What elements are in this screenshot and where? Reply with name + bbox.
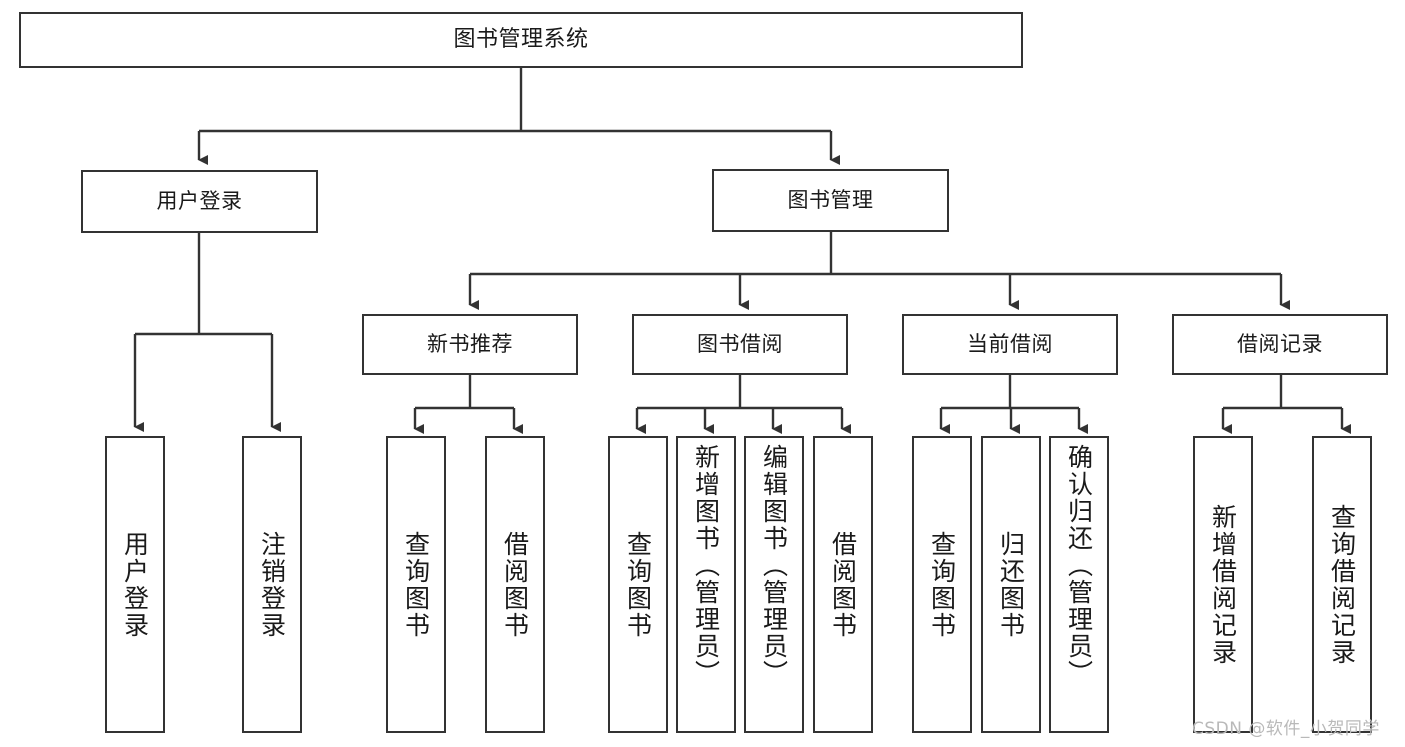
- leaf-add-book[interactable]: 新增图书（管理员）: [676, 436, 736, 733]
- node-label: 归还图书: [996, 530, 1026, 639]
- node-borrow-record[interactable]: 借阅记录: [1172, 314, 1388, 375]
- node-label: 借阅图书: [500, 530, 530, 639]
- node-label: 图书管理: [787, 188, 874, 213]
- leaf-query-book-recommend[interactable]: 查询图书: [386, 436, 446, 733]
- node-book-borrow[interactable]: 图书借阅: [632, 314, 848, 375]
- node-new-book-recommend[interactable]: 新书推荐: [362, 314, 578, 375]
- node-label: 借阅图书: [828, 530, 858, 639]
- node-label: 新增图书（管理员）: [691, 444, 721, 687]
- node-label: 新书推荐: [427, 332, 513, 357]
- node-label: 查询图书: [401, 530, 431, 639]
- node-label: 图书借阅: [697, 332, 783, 357]
- leaf-edit-book[interactable]: 编辑图书（管理员）: [744, 436, 804, 733]
- node-current-borrow[interactable]: 当前借阅: [902, 314, 1118, 375]
- leaf-user-login[interactable]: 用户登录: [105, 436, 165, 733]
- node-book-management[interactable]: 图书管理: [712, 169, 949, 232]
- node-label: 确认归还（管理员）: [1064, 444, 1094, 687]
- leaf-borrow-book-borrow[interactable]: 借阅图书: [813, 436, 873, 733]
- node-label: 用户登录: [156, 189, 243, 214]
- node-label: 当前借阅: [967, 332, 1053, 357]
- csdn-watermark: CSDN @软件_小贺同学: [1192, 719, 1380, 739]
- node-label: 注销登录: [257, 530, 287, 639]
- leaf-borrow-book-recommend[interactable]: 借阅图书: [485, 436, 545, 733]
- node-label: 图书管理系统: [453, 27, 589, 53]
- node-user-login[interactable]: 用户登录: [81, 170, 318, 233]
- leaf-return-book[interactable]: 归还图书: [981, 436, 1041, 733]
- node-label: 查询图书: [623, 530, 653, 639]
- node-label: 查询借阅记录: [1327, 503, 1357, 666]
- leaf-confirm-return[interactable]: 确认归还（管理员）: [1049, 436, 1109, 733]
- leaf-query-book-borrow[interactable]: 查询图书: [608, 436, 668, 733]
- node-label: 用户登录: [120, 530, 150, 639]
- node-label: 查询图书: [927, 530, 957, 639]
- leaf-query-book-current[interactable]: 查询图书: [912, 436, 972, 733]
- node-label: 编辑图书（管理员）: [759, 444, 789, 687]
- leaf-add-borrow-record[interactable]: 新增借阅记录: [1193, 436, 1253, 733]
- leaf-query-borrow-record[interactable]: 查询借阅记录: [1312, 436, 1372, 733]
- leaf-logout-login[interactable]: 注销登录: [242, 436, 302, 733]
- node-root-system[interactable]: 图书管理系统: [19, 12, 1023, 68]
- node-label: 新增借阅记录: [1208, 503, 1238, 666]
- node-label: 借阅记录: [1237, 332, 1323, 357]
